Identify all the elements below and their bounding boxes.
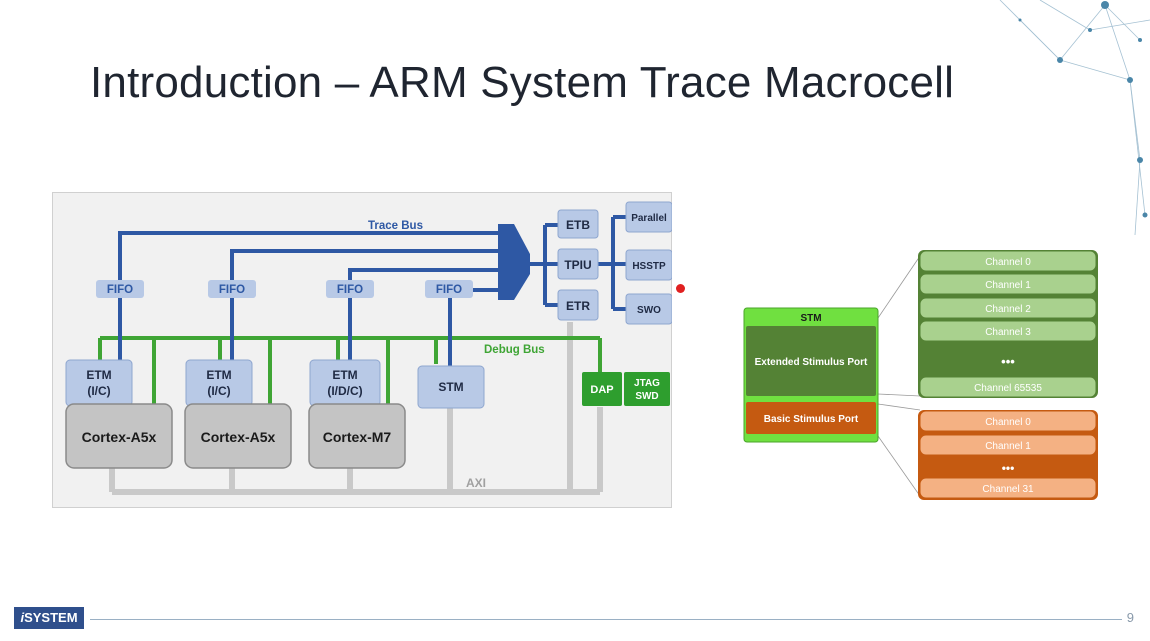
fifo-box-1 [96, 280, 144, 298]
fifo-box-4 [425, 280, 473, 298]
etr-label: ETR [566, 299, 590, 313]
ext-channel-ellipsis: ••• [1001, 354, 1015, 369]
hsstp-label: HSSTP [632, 261, 666, 272]
tpiu-label: TPIU [564, 258, 591, 272]
ext-channel-1-label: Channel 1 [985, 280, 1031, 291]
swo-box [625, 293, 672, 325]
etm-1-line1: ETM [86, 368, 111, 382]
trace-funnel [498, 224, 530, 300]
network-decoration [999, 0, 1150, 236]
parallel-box [625, 201, 672, 233]
ext-channel-2 [919, 297, 1097, 319]
ext-channel-1 [919, 273, 1097, 295]
ext-channel-65535 [919, 376, 1097, 398]
ext-channel-0-label: Channel 0 [985, 257, 1031, 268]
fifo-label-1: FIFO [107, 284, 133, 296]
etm-1-line2: (I/C) [87, 384, 110, 398]
basic-channel-31 [919, 477, 1097, 499]
tpiu-box [557, 248, 599, 280]
hsstp-box [625, 249, 672, 281]
parallel-label: Parallel [631, 213, 667, 224]
fifo-label-4: FIFO [436, 284, 462, 296]
ext-channel-0 [919, 250, 1097, 272]
stm-header-label: STM [800, 313, 821, 324]
axi-bus [109, 322, 603, 495]
slide-title: Introduction – ARM System Trace Macrocel… [90, 58, 955, 107]
extended-stimulus-port [746, 326, 876, 396]
etm-box-2 [185, 359, 253, 407]
stm-box-label: STM [438, 380, 463, 394]
debug-bus-label: Debug Bus [484, 344, 545, 356]
axi-label: AXI [466, 476, 486, 490]
stm-box [417, 365, 485, 409]
logo-prefix: i [20, 610, 25, 625]
basic-channel-0-label: Channel 0 [985, 417, 1031, 428]
core-label-3: Cortex-M7 [323, 429, 392, 445]
basic-port-label: Basic Stimulus Port [764, 414, 859, 425]
swo-label: SWO [637, 305, 661, 316]
stm-structure-diagram: STM Extended Stimulus Port Basic Stimulu… [743, 250, 1098, 500]
trace-bus-label: Trace Bus [368, 220, 423, 232]
jtag-box [624, 372, 670, 406]
page-number: 9 [1126, 610, 1134, 625]
trace-architecture-diagram: AXI Debug Bus Trace Bus FIFO F [52, 192, 672, 508]
etm-3-line1: ETM [332, 368, 357, 382]
dap-label: DAP [590, 384, 613, 396]
logo-text: SYSTEM [24, 610, 78, 625]
fifo-label-3: FIFO [337, 284, 363, 296]
core-box-1 [65, 403, 173, 469]
etb-box [557, 209, 599, 239]
core-label-2: Cortex-A5x [201, 429, 276, 445]
core-box-3 [308, 403, 406, 469]
ext-channel-3-label: Channel 3 [985, 327, 1031, 338]
etm-3-line2: (I/D/C) [327, 384, 362, 398]
etm-box-1 [65, 359, 133, 407]
ext-channel-2-label: Channel 2 [985, 304, 1031, 315]
etr-box [557, 289, 599, 321]
jtag-label-2: SWD [635, 391, 658, 402]
core-box-2 [184, 403, 292, 469]
stm-connectors [877, 255, 921, 497]
extended-port-label: Extended Stimulus Port [755, 357, 868, 368]
core-label-1: Cortex-A5x [82, 429, 157, 445]
basic-channel-ellipsis: ••• [1002, 461, 1015, 475]
basic-stimulus-port [746, 402, 876, 434]
ext-channel-65535-label: Channel 65535 [974, 383, 1042, 394]
jtag-label-1: JTAG [634, 378, 660, 389]
etb-label: ETB [566, 218, 590, 232]
fifo-box-2 [208, 280, 256, 298]
etm-2-line2: (I/C) [207, 384, 230, 398]
footer-divider [90, 619, 1122, 620]
trace-bus [118, 215, 626, 370]
dap-box [582, 372, 622, 406]
fifo-label-2: FIFO [219, 284, 245, 296]
fifo-box-3 [326, 280, 374, 298]
ext-channel-3 [919, 320, 1097, 342]
pointer-dot [676, 284, 685, 293]
basic-channel-31-label: Channel 31 [982, 484, 1034, 495]
basic-channel-1 [919, 434, 1097, 456]
etm-2-line1: ETM [206, 368, 231, 382]
basic-channel-0 [919, 410, 1097, 432]
etm-box-3 [309, 359, 381, 407]
isystem-logo: iSYSTEM [14, 607, 84, 629]
basic-channel-1-label: Channel 1 [985, 441, 1031, 452]
